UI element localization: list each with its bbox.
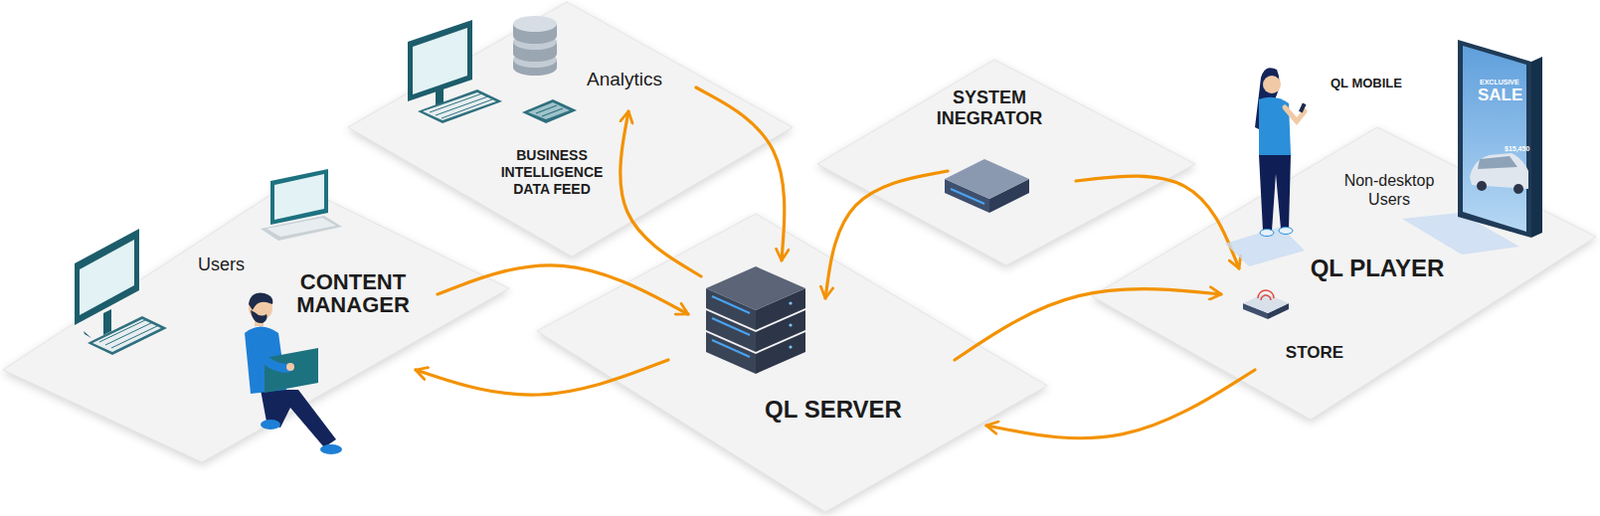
platform-label: Non-desktop Users	[1332, 171, 1447, 209]
platform-label: QL PLAYER	[1310, 254, 1445, 284]
platform-label: QL SERVER	[764, 395, 902, 425]
platform: QL SERVER	[536, 213, 1048, 513]
platform-label: CONTENT MANAGER	[278, 270, 428, 317]
platform: UsersCONTENT MANAGER	[2, 181, 510, 463]
platform-label: BUSINESS INTELLIGENCE DATA FEED	[482, 147, 622, 197]
woman-with-phone-part	[1258, 97, 1291, 156]
sign-text: EXCLUSIVE	[1479, 78, 1520, 86]
digital-sign-part	[1513, 183, 1524, 194]
platform-label: SYSTEM INEGRATOR	[914, 87, 1065, 129]
platform-surface	[817, 59, 1196, 266]
platform-surface	[2, 181, 510, 463]
woman-with-phone-part	[1298, 103, 1306, 114]
platform-surface	[348, 1, 793, 257]
platform: SYSTEM INEGRATOR	[817, 59, 1196, 266]
digital-sign-part	[1477, 156, 1518, 170]
person-with-laptop-part	[320, 444, 343, 455]
woman-with-phone-part	[1262, 75, 1281, 94]
sign-text: $15,450	[1504, 145, 1530, 153]
platform-surface	[1091, 127, 1597, 420]
platform-label: Analytics	[586, 68, 663, 92]
platform-label: Users	[197, 254, 245, 277]
platform: AnalyticsBUSINESS INTELLIGENCE DATA FEED	[348, 1, 793, 259]
platform-shape	[2, 181, 510, 463]
platform-label: QL MOBILE	[1330, 75, 1403, 92]
woman-with-phone-part	[1284, 107, 1305, 122]
platform: QL MOBILENon-desktop UsersQL PLAYERSTORE	[1091, 127, 1597, 420]
platform-shape	[348, 1, 793, 259]
platform-label: STORE	[1285, 343, 1344, 363]
platform-shape	[536, 213, 1048, 513]
platform-surface	[536, 213, 1048, 513]
woman-with-phone-part	[1254, 67, 1280, 132]
sign-text: SALE	[1477, 86, 1523, 104]
